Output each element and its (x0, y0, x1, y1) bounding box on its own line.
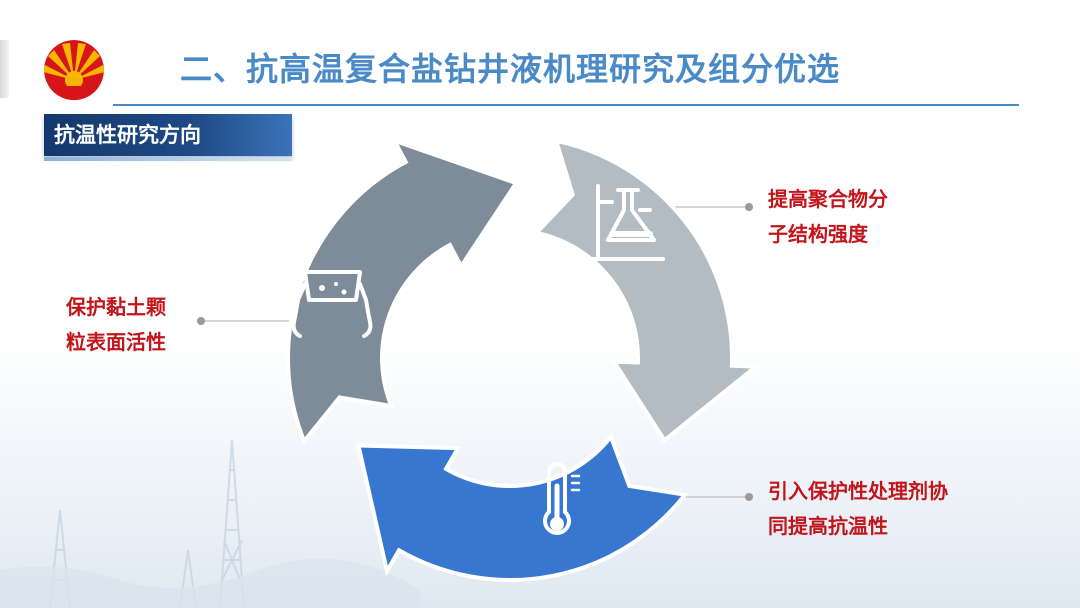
caption-polymer-strength: 提高聚合物分 子结构强度 (768, 182, 888, 252)
section-label: 抗温性研究方向 (44, 114, 292, 161)
flask-icon (583, 184, 665, 261)
caption-line: 同提高抗温性 (768, 514, 888, 538)
slide-edge-tab (0, 40, 9, 98)
caption-protective-agent: 引入保护性处理剂协 同提高抗温性 (768, 474, 948, 544)
company-logo (44, 40, 104, 100)
clay-particle-icon (291, 270, 373, 338)
caption-line: 保护黏土颗 (66, 295, 166, 319)
caption-line: 子结构强度 (768, 222, 868, 246)
cycle-segment-polymer (532, 138, 762, 444)
oil-derrick-background (0, 439, 420, 608)
thermometer-icon (543, 462, 581, 535)
caption-line: 提高聚合物分 (768, 187, 888, 211)
caption-line: 引入保护性处理剂协 (768, 479, 948, 503)
slide-title: 二、抗高温复合盐钻井液机理研究及组分优选 (180, 50, 841, 88)
cycle-segment-protective-agent (355, 432, 689, 582)
caption-clay-surface: 保护黏土颗 粒表面活性 (66, 290, 166, 360)
cycle-segment-clay (286, 137, 520, 446)
title-divider (113, 104, 1019, 106)
caption-line: 粒表面活性 (66, 330, 166, 354)
